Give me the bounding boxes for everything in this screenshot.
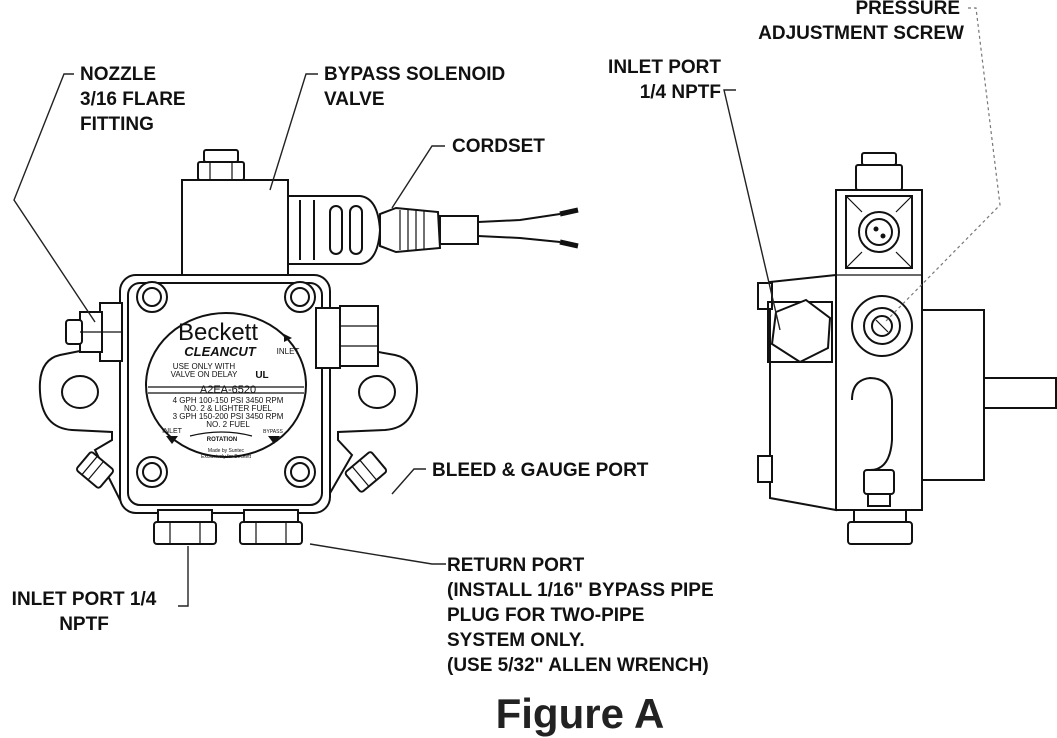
leader-lines [13, 7, 1001, 607]
label-nozzle-1: NOZZLE [80, 64, 156, 85]
front-view-pump: Beckett CLEANCUT INLET USE ONLY WITH VAL… [38, 149, 579, 545]
nameplate-use-only-2: VALVE ON DELAY [171, 370, 238, 379]
label-return-port-3: PLUG FOR TWO-PIPE [447, 605, 644, 626]
nozzle-fitting [65, 302, 123, 362]
label-return-port-1: RETURN PORT [447, 555, 585, 576]
return-port-bottom [239, 509, 303, 545]
nameplate-rotation: ROTATION [207, 437, 237, 443]
nameplate-inlet: INLET [277, 347, 300, 356]
nameplate-product: CLEANCUT [184, 344, 257, 359]
corner-bolts [136, 281, 316, 488]
right-side-fitting [315, 305, 379, 369]
bypass-solenoid-valve [181, 149, 382, 276]
inlet-port-bottom [153, 509, 217, 545]
nameplate-made-by-1: Made by Suntec [208, 448, 245, 454]
label-nozzle-3: FITTING [80, 114, 154, 135]
side-view-pump [757, 152, 1057, 545]
nameplate-spec-1: 4 GPH 100-150 PSI 3450 RPM [173, 396, 284, 405]
label-bypass-solenoid-2: VALVE [324, 89, 385, 110]
inlet-down-arrow-icon [166, 436, 178, 444]
label-return-port-4: SYSTEM ONLY. [447, 630, 585, 651]
cordset [379, 206, 579, 254]
label-return-port-5: (USE 5/32" ALLEN WRENCH) [447, 655, 709, 676]
nameplate-made-by-2: Exclusively for Beckett [201, 454, 252, 460]
label-pressure-1: PRESSURE [855, 0, 960, 19]
nameplate-spec-2: NO. 2 & LIGHTER FUEL [184, 404, 273, 413]
label-inlet-port-right-2: 1/4 NPTF [640, 82, 721, 103]
bleed-gauge-port [344, 451, 388, 493]
callout-labels: NOZZLE 3/16 FLARE FITTING BYPASS SOLENOI… [12, 0, 964, 676]
nameplate-bypass-small: BYPASS [263, 429, 283, 435]
label-bleed-gauge: BLEED & GAUGE PORT [432, 460, 649, 481]
label-return-port-2: (INSTALL 1/16" BYPASS PIPE [447, 580, 714, 601]
inlet-port-hex [770, 298, 832, 364]
label-inlet-port-left-1: INLET PORT 1/4 [12, 589, 157, 610]
label-inlet-port-left-2: NPTF [59, 614, 109, 635]
nameplate-brand: Beckett [178, 319, 258, 346]
inlet-arrow-icon [284, 334, 292, 342]
nameplate-ul-mark: UL [255, 370, 268, 381]
nameplate-model: A2EA-6520 [200, 384, 256, 396]
nameplate-spec-3: 3 GPH 150-200 PSI 3450 RPM [173, 412, 284, 421]
nameplate-use-only-1: USE ONLY WITH [173, 362, 236, 371]
figure-caption: Figure A [496, 690, 665, 737]
label-pressure-2: ADJUSTMENT SCREW [758, 23, 964, 44]
label-inlet-port-right-1: INLET PORT [608, 57, 721, 78]
label-cordset: CORDSET [452, 136, 545, 157]
bleed-port-left [76, 451, 114, 489]
label-nozzle-2: 3/16 FLARE [80, 89, 186, 110]
bypass-down-arrow-icon [268, 436, 280, 444]
nameplate-inlet-small: INLET [162, 428, 183, 435]
nameplate-spec-4: NO. 2 FUEL [206, 420, 250, 429]
label-bypass-solenoid-1: BYPASS SOLENOID [324, 64, 505, 85]
nameplate [145, 312, 307, 458]
